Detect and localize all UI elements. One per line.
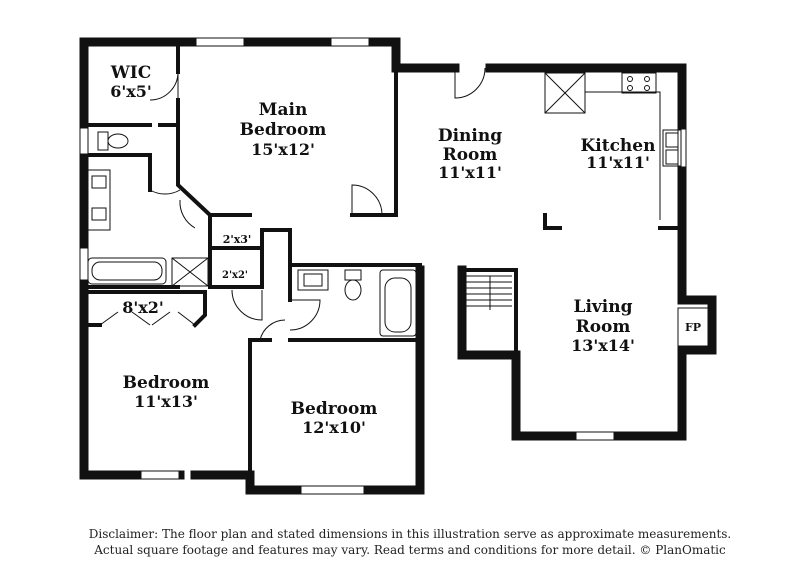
- window-bedroom-mid: [300, 485, 365, 495]
- closet-b-dim: 2'x2': [222, 270, 248, 281]
- living-dim: 13'x14': [571, 336, 635, 355]
- window-kitchen: [677, 128, 687, 168]
- window-living: [575, 431, 615, 441]
- window-bath-left-2: [79, 247, 89, 281]
- living-label-2: Room: [576, 317, 631, 337]
- living-label-1: Living: [574, 297, 633, 317]
- dining-label-2: Room: [443, 145, 498, 165]
- window-top-1: [195, 37, 245, 47]
- bedroom-mid-dim: 12'x10': [302, 418, 366, 437]
- window-bedroom-left: [140, 470, 180, 480]
- windows: [79, 37, 687, 495]
- fireplace-label: FP: [685, 321, 701, 334]
- interior-walls: [82, 40, 684, 477]
- fixtures: [87, 72, 709, 347]
- bedroom-left-dim: 11'x13': [134, 392, 198, 411]
- door-swings: [99, 67, 486, 341]
- wic-dim: 6'x5': [110, 82, 152, 101]
- disclaimer: Disclaimer: The floor plan and stated di…: [60, 526, 760, 558]
- dining-dim: 11'x11': [438, 163, 502, 182]
- bedroom-left-label: Bedroom: [123, 373, 210, 393]
- staircase: [466, 275, 512, 310]
- main-bedroom-label-2: Bedroom: [240, 120, 327, 140]
- window-top-2: [330, 37, 370, 47]
- main-bedroom-dim: 15'x12': [251, 140, 315, 159]
- kitchen-dim: 11'x11': [586, 153, 650, 172]
- wic-label: WIC: [110, 63, 152, 83]
- main-bedroom-label-1: Main: [259, 100, 308, 120]
- disclaimer-line-2: Actual square footage and features may v…: [94, 543, 726, 557]
- kitchen-label: Kitchen: [581, 136, 656, 156]
- hall-closet-dim: 8'x2': [122, 298, 164, 317]
- disclaimer-line-1: Disclaimer: The floor plan and stated di…: [88, 527, 732, 541]
- bedroom-mid-label: Bedroom: [291, 399, 378, 419]
- closet-a-dim: 2'x3': [223, 233, 252, 246]
- room-labels: WIC 6'x5' Main Bedroom 15'x12' Dining Ro…: [110, 63, 701, 437]
- dining-label-1: Dining: [438, 126, 502, 146]
- window-bath-left: [79, 127, 89, 155]
